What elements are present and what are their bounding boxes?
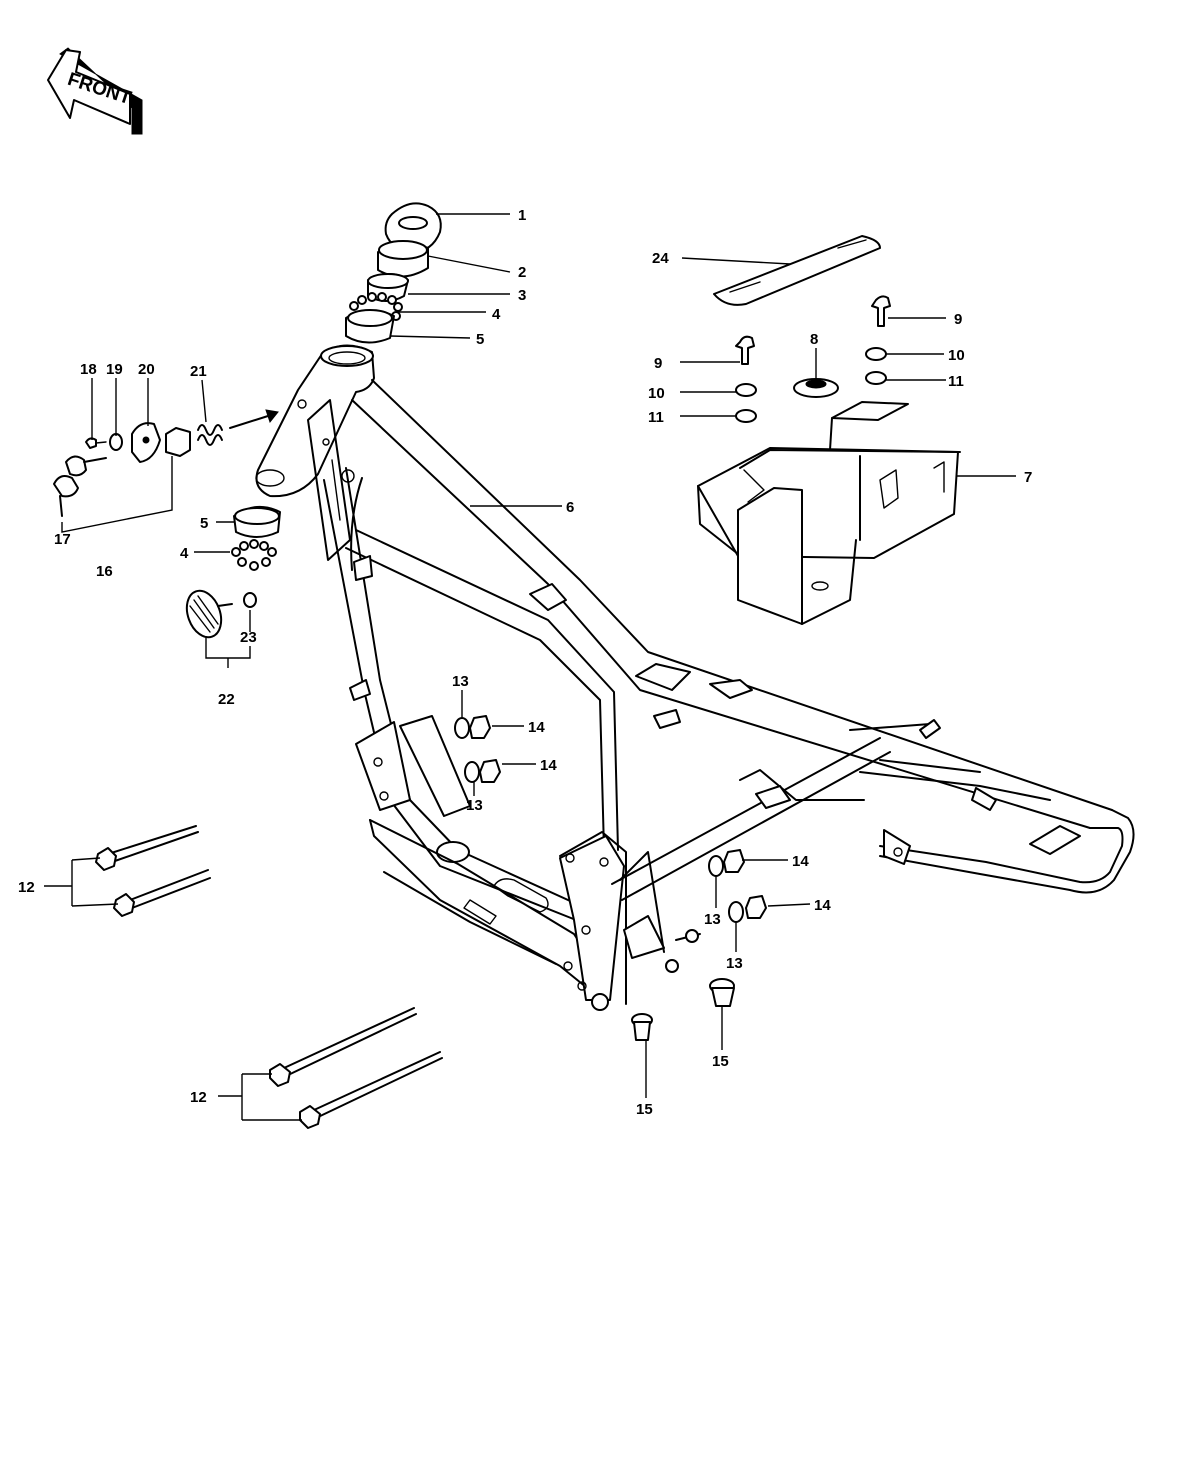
- callout-11-right: 11: [948, 373, 964, 390]
- screw-icon: [85, 437, 107, 449]
- pin-icon: [631, 978, 735, 1041]
- callout-13-c: 13: [704, 911, 721, 928]
- front-arrow-icon: FRONT: [47, 47, 143, 135]
- washer-icon: [735, 347, 887, 423]
- battery-case-icon: [697, 401, 961, 625]
- callout-1: 1: [518, 207, 526, 224]
- lower-race-icon: [233, 505, 281, 538]
- callout-14-c: 14: [792, 853, 809, 870]
- callout-6: 6: [566, 499, 574, 516]
- callout-10-right: 10: [948, 347, 965, 364]
- callout-20: 20: [138, 361, 155, 378]
- callout-19: 19: [106, 361, 123, 378]
- grommet-icon: [793, 378, 839, 398]
- callout-13-a: 13: [452, 673, 469, 690]
- callout-13-d: 13: [726, 955, 743, 972]
- upper-outer-race-icon: [345, 309, 395, 344]
- callout-23: 23: [240, 629, 257, 646]
- callout-7: 7: [1024, 469, 1032, 486]
- washer-small-icon: [109, 433, 123, 451]
- bolt-icon: [735, 295, 891, 365]
- callout-14-a: 14: [528, 719, 545, 736]
- callout-5-lower: 5: [200, 515, 208, 532]
- callout-12-a: 12: [18, 879, 35, 896]
- callouts: 1 2 3 4 5 6 24 9 10 11 8 9 10 11 7 18 19…: [18, 207, 1032, 1118]
- callout-9-left: 9: [654, 355, 662, 372]
- callout-18: 18: [80, 361, 97, 378]
- stem-nut-icon: [384, 202, 442, 253]
- key-icon: [53, 455, 107, 517]
- callout-4: 4: [492, 306, 501, 323]
- callout-11-left: 11: [648, 409, 664, 426]
- callout-2: 2: [518, 264, 526, 281]
- stem-locknut-icon: [377, 240, 429, 278]
- switch-body-icon: [165, 427, 191, 457]
- callout-8: 8: [810, 331, 818, 348]
- callout-5: 5: [476, 331, 484, 348]
- frame-icon: [255, 344, 1135, 1011]
- callout-17: 17: [54, 531, 71, 548]
- callout-13-b: 13: [466, 797, 483, 814]
- callout-12-b: 12: [190, 1089, 207, 1106]
- callout-22: 22: [218, 691, 235, 708]
- callout-15-b: 15: [712, 1053, 729, 1070]
- engine-bolt-icon: [95, 825, 443, 1129]
- reflector-icon: [185, 589, 257, 639]
- callout-15-a: 15: [636, 1101, 653, 1118]
- callout-24: 24: [652, 250, 669, 267]
- callout-4-lower: 4: [180, 545, 189, 562]
- battery-strap-icon: [713, 235, 881, 306]
- steel-balls-lower-icon: [231, 539, 277, 571]
- callout-3: 3: [518, 287, 526, 304]
- leader-lines: [44, 213, 1016, 1121]
- switch-plate-icon: [131, 422, 161, 463]
- callout-9-right: 9: [954, 311, 962, 328]
- callout-14-d: 14: [814, 897, 831, 914]
- callout-16: 16: [96, 563, 113, 580]
- spring-icon: [197, 409, 279, 446]
- callout-21: 21: [190, 363, 207, 380]
- callout-10-left: 10: [648, 385, 665, 402]
- callout-14-b: 14: [540, 757, 557, 774]
